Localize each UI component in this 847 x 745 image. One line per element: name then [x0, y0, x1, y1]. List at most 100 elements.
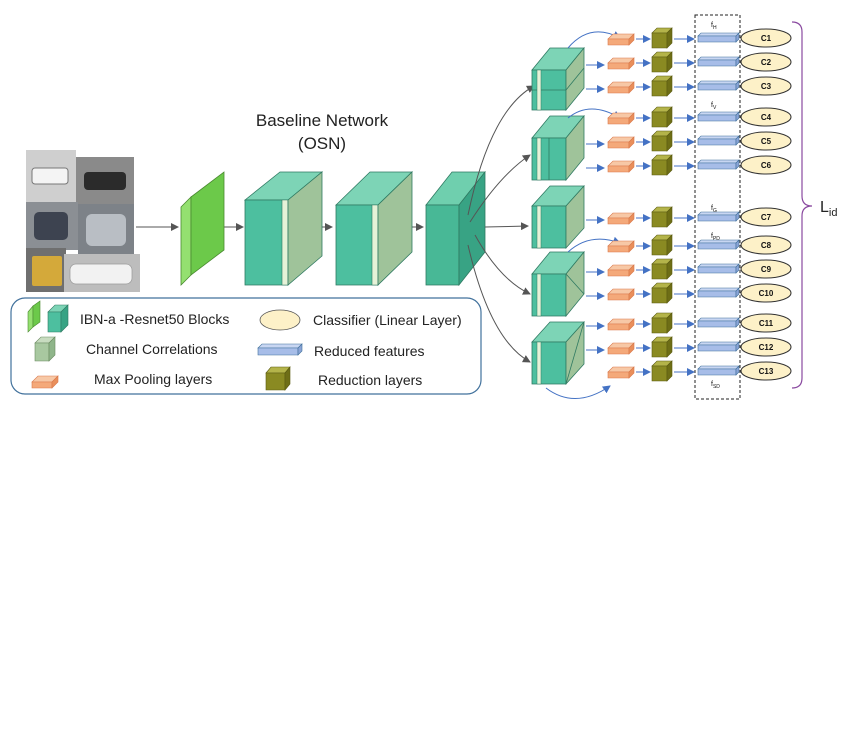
reduced-feature [697, 317, 740, 328]
classifier-label: C1 [761, 34, 772, 43]
max-pooling-layer [607, 366, 635, 379]
classifier-row: C3 [586, 75, 792, 97]
legend-channel-correlations-icon [34, 336, 56, 362]
legend-classifier-label: Classifier (Linear Layer) [313, 312, 462, 328]
max-pooling-layer [607, 318, 635, 331]
classifier-label: C9 [761, 265, 772, 274]
reduced-feature [697, 239, 740, 250]
max-pooling-layer [607, 342, 635, 355]
reduced-feature [697, 263, 740, 274]
classifier-ellipse [740, 28, 792, 48]
classifier-ellipse [740, 337, 792, 357]
reduced-feature [697, 80, 740, 91]
reduction-layer [651, 336, 673, 358]
max-pooling-layer [607, 160, 635, 173]
classifier-ellipse [740, 235, 792, 255]
legend-reduced-features-label: Reduced features [314, 343, 425, 359]
classifier-ellipse [740, 207, 792, 227]
classifier-row: C5 [586, 130, 792, 152]
legend-max-pooling-label: Max Pooling layers [94, 371, 212, 387]
legend-ibn-blocks-label: IBN-a -Resnet50 Blocks [80, 311, 229, 327]
classifier-label: C4 [761, 113, 772, 122]
input-images [26, 150, 140, 292]
classifier-ellipse [740, 107, 792, 127]
legend-reduction-layers-icon [265, 366, 291, 391]
reduced-feature [697, 135, 740, 146]
reduced-feature [697, 211, 740, 222]
classifier-ellipse [740, 131, 792, 151]
legend-channel-correlations-label: Channel Correlations [86, 341, 218, 357]
reduction-layer [651, 206, 673, 228]
loss-brace [791, 21, 813, 389]
classifier-ellipse [740, 52, 792, 72]
branch-block-horizontal [531, 46, 585, 112]
classifier-row: C8 [607, 234, 792, 256]
reduction-layer [651, 154, 673, 176]
classifier-ellipse [740, 155, 792, 175]
reduction-layer [651, 312, 673, 334]
legend-max-pooling-icon [31, 375, 59, 389]
classifier-label: C6 [761, 161, 772, 170]
reduction-layer [651, 234, 673, 256]
branch-arrows [467, 85, 535, 363]
reduction-layer [651, 258, 673, 280]
reduced-feature [697, 32, 740, 43]
classifier-ellipse [740, 361, 792, 381]
ibn-block-green [180, 171, 225, 286]
reduced-feature [697, 287, 740, 298]
max-pooling-layer [607, 240, 635, 253]
legend-reduced-features-icon [257, 343, 303, 356]
reduced-feature [697, 341, 740, 352]
branch-block-primary-diagonal [531, 250, 585, 318]
reduction-layer [651, 106, 673, 128]
feature-label-fg: fG [711, 205, 717, 214]
classifier-row: C7 [586, 206, 792, 228]
max-pooling-layer [607, 81, 635, 94]
reduced-features-box [694, 14, 741, 400]
classifier-row: C12 [586, 336, 792, 358]
classifier-ellipse [740, 283, 792, 303]
max-pooling-layer [607, 288, 635, 301]
legend-reduction-layers-label: Reduction layers [318, 372, 422, 388]
reduced-feature [697, 159, 740, 170]
reduced-feature [697, 111, 740, 122]
classifier-row: C9 [586, 258, 792, 280]
reduction-layer [651, 75, 673, 97]
reduced-feature [697, 365, 740, 376]
classifier-label: C3 [761, 82, 772, 91]
reduction-layer [651, 360, 673, 382]
classifier-row: C1 [607, 27, 792, 49]
classifier-ellipse [740, 313, 792, 333]
classifier-label: C13 [759, 367, 774, 376]
classifier-label: C7 [761, 213, 772, 222]
reduction-layer [651, 27, 673, 49]
feature-label-fpd: fPD [711, 233, 720, 242]
classifier-row: C11 [586, 312, 792, 334]
classifier-ellipse [740, 76, 792, 96]
branch-block-secondary-diagonal [531, 320, 585, 386]
reduction-layer [651, 51, 673, 73]
classifier-label: C12 [759, 343, 774, 352]
max-pooling-layer [607, 264, 635, 277]
legend-box [10, 297, 482, 395]
ibn-block-4 [425, 170, 486, 287]
classifier-label: C5 [761, 137, 772, 146]
classifier-label: C10 [759, 289, 774, 298]
legend-classifier-icon [259, 309, 301, 331]
reduction-layer [651, 130, 673, 152]
branch-block-global [531, 184, 585, 250]
title-line-1: Baseline Network [256, 111, 389, 130]
max-pooling-layer [607, 112, 635, 125]
ibn-block-2 [243, 171, 324, 286]
loss-label: Lid [820, 199, 837, 219]
branch-block-vertical [531, 114, 585, 182]
max-pooling-layer [607, 57, 635, 70]
feature-label-fsd: fSD [711, 381, 720, 390]
classifier-row: C6 [586, 154, 792, 176]
classifier-row: C10 [586, 282, 792, 304]
classifier-label: C2 [761, 58, 772, 67]
max-pooling-layer [607, 212, 635, 225]
classifier-ellipse [740, 259, 792, 279]
